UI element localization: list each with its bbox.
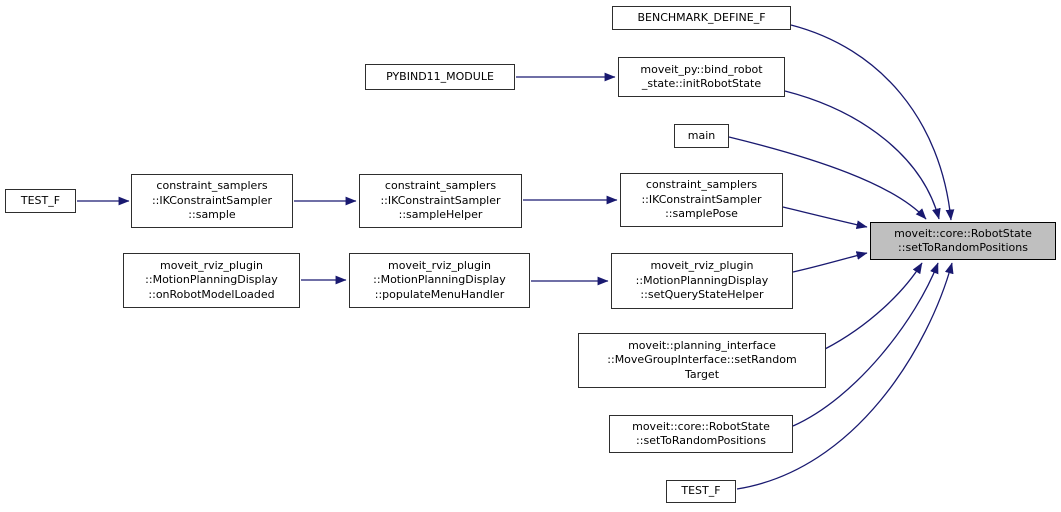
node-label-line: _state::initRobotState [641,77,762,90]
node-label-line: TEST_F [20,193,61,207]
node-set-query-state-helper[interactable]: moveit_rviz_plugin ::MotionPlanningDispl… [611,253,793,309]
node-label-line: BENCHMARK_DEFINE_F [637,10,766,24]
node-label-line: Target [684,367,720,381]
node-populate-menu-handler[interactable]: moveit_rviz_plugin ::MotionPlanningDispl… [349,253,530,308]
node-set-to-random-positions-overload[interactable]: moveit::core::RobotState ::setToRandomPo… [609,415,793,453]
node-label-line: ::sampleHelper [398,208,483,222]
node-target-set-to-random-positions[interactable]: moveit::core::RobotState ::setToRandomPo… [870,222,1056,260]
node-set-random-target[interactable]: moveit::planning_interface ::MoveGroupIn… [578,333,826,388]
node-label-line: constraint_samplers [156,179,268,193]
node-benchmark-define-f[interactable]: BENCHMARK_DEFINE_F [612,6,791,30]
edge-main-to-target [728,136,927,220]
node-label-line: PYBIND11_MODULE [386,69,494,83]
node-label-line: ::setQueryStateHelper [640,288,764,302]
edge-samplepose-to-target [782,206,868,230]
node-label-line: moveit_rviz_plugin [388,258,491,272]
node-on-robot-model-loaded[interactable]: moveit_rviz_plugin ::MotionPlanningDispl… [123,253,300,308]
node-label-line: TEST_F [681,484,721,498]
node-label-line: ::IKConstraintSampler [380,193,501,207]
node-label-line: moveit_rviz_plugin [650,259,754,273]
node-label-line: ::onRobotModelLoaded [148,287,275,301]
node-label-line: ::MotionPlanningDisplay [373,273,506,287]
edge-settorandompositions-overload-to-target [792,262,939,427]
node-label-line: ::samplePose [665,207,738,221]
node-label-line: ::IKConstraintSampler [641,192,762,206]
node-pybind11-module[interactable]: PYBIND11_MODULE [365,64,515,90]
node-label-line: constraint_samplers [645,178,758,192]
node-init-robot-state[interactable]: moveit_py::bind_robot _state::initRobotS… [618,57,785,97]
node-label-line: ::MotionPlanningDisplay [635,273,769,287]
edge-setquerystatehelper-to-target [792,251,868,273]
node-label-line: moveit::planning_interface [628,338,776,352]
node-test-f-bottom[interactable]: TEST_F [666,480,736,503]
edge-initrobotstate-to-target [784,90,941,220]
node-label-line: moveit::core::RobotState [632,419,770,433]
node-label-line: moveit_py::bind_robot [640,62,763,76]
node-label-line: ::setToRandomPositions [636,434,766,447]
node-label-line: ::MotionPlanningDisplay [145,273,278,287]
node-label-line: main [687,128,716,142]
node-label-line: moveit_rviz_plugin [160,258,263,272]
node-ik-constraint-sampler-samplehelper[interactable]: constraint_samplers ::IKConstraintSample… [359,174,522,228]
edge-benchmark-to-target [790,24,955,221]
node-label-line: ::sample [188,208,236,222]
node-label-line: ::setToRandomPositions [898,241,1028,254]
edge-setrandomtarget-to-target [824,262,923,350]
node-main[interactable]: main [674,124,729,148]
node-label-line: ::populateMenuHandler [374,287,505,301]
node-label-line: ::MoveGroupInterface::setRandom [607,353,797,367]
node-ik-constraint-sampler-sample[interactable]: constraint_samplers ::IKConstraintSample… [131,174,293,228]
node-label-line: constraint_samplers [384,179,497,193]
node-test-f-left[interactable]: TEST_F [5,189,76,213]
node-ik-constraint-sampler-samplepose[interactable]: constraint_samplers ::IKConstraintSample… [620,173,783,227]
node-label-line: ::IKConstraintSampler [151,193,273,207]
edge-testf-bottom-to-target [736,262,954,490]
node-label-line: moveit::core::RobotState [894,226,1032,240]
